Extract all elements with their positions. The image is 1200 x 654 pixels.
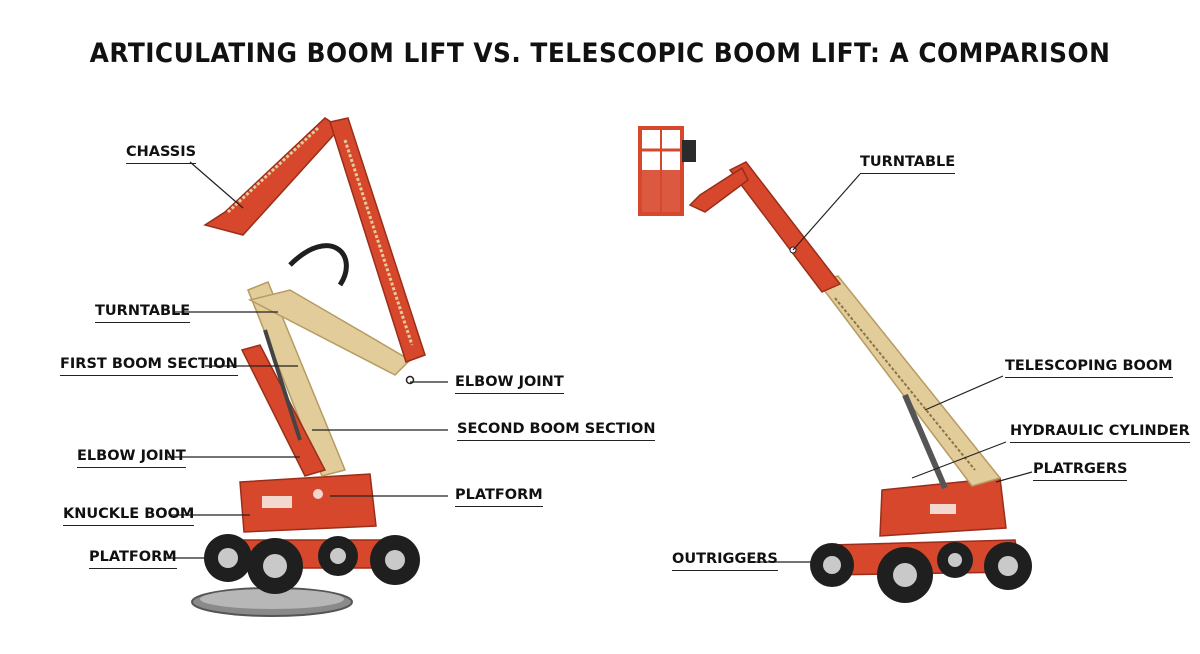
label-second-boom-section: SECOND BOOM SECTION: [457, 422, 656, 441]
telescopic-wheel-front-left: [877, 547, 933, 603]
telescopic-jib: [688, 166, 749, 213]
label-knuckle-boom: KNUCKLE BOOM: [63, 507, 195, 526]
page-title: ARTICULATING BOOM LIFT VS. TELESCOPIC BO…: [89, 38, 1111, 69]
leader-lines: [165, 161, 1033, 563]
label-chassis: CHASSIS: [126, 145, 197, 164]
telescopic-wheel-front-right: [984, 542, 1032, 590]
telescopic-wheel-rear-right: [937, 542, 973, 578]
telescopic-hydraulic-cylinder: [902, 393, 948, 490]
label-platrgers: PLATRGERS: [1033, 462, 1128, 481]
articulating-wheel-rear-left: [204, 534, 252, 582]
telescopic-boom-lift: [638, 126, 1032, 603]
articulating-wheel-front-right: [370, 535, 420, 585]
articulating-wheel-front-left: [247, 538, 303, 594]
label-elbow-joint-left: ELBOW JOINT: [77, 449, 186, 468]
articulating-wheel-rear-right: [318, 536, 358, 576]
articulating-upper-jib: [203, 117, 342, 236]
articulating-lower-arm: [240, 344, 327, 477]
telescopic-wheel-rear-left: [810, 543, 854, 587]
label-hydraulic-cylinder: HYDRAULIC CYLINDER: [1010, 424, 1190, 443]
label-elbow-joint-right: ELBOW JOINT: [455, 375, 564, 394]
articulating-boom-lift: [191, 117, 426, 617]
articulating-turntable-body: [239, 473, 377, 533]
label-turntable-telescopic: TURNTABLE: [860, 155, 956, 174]
telescopic-platform-basket: [638, 126, 696, 216]
label-telescoping-boom: TELESCOPING BOOM: [1005, 359, 1173, 378]
label-platform-right: PLATFORM: [455, 488, 543, 507]
label-turntable-left: TURNTABLE: [95, 304, 191, 323]
label-platform-left: PLATFORM: [89, 550, 177, 569]
label-first-boom-section: FIRST BOOM SECTION: [60, 357, 238, 376]
label-outriggers: OUTRIGGERS: [672, 552, 778, 571]
articulating-riser-boom: [247, 281, 347, 477]
